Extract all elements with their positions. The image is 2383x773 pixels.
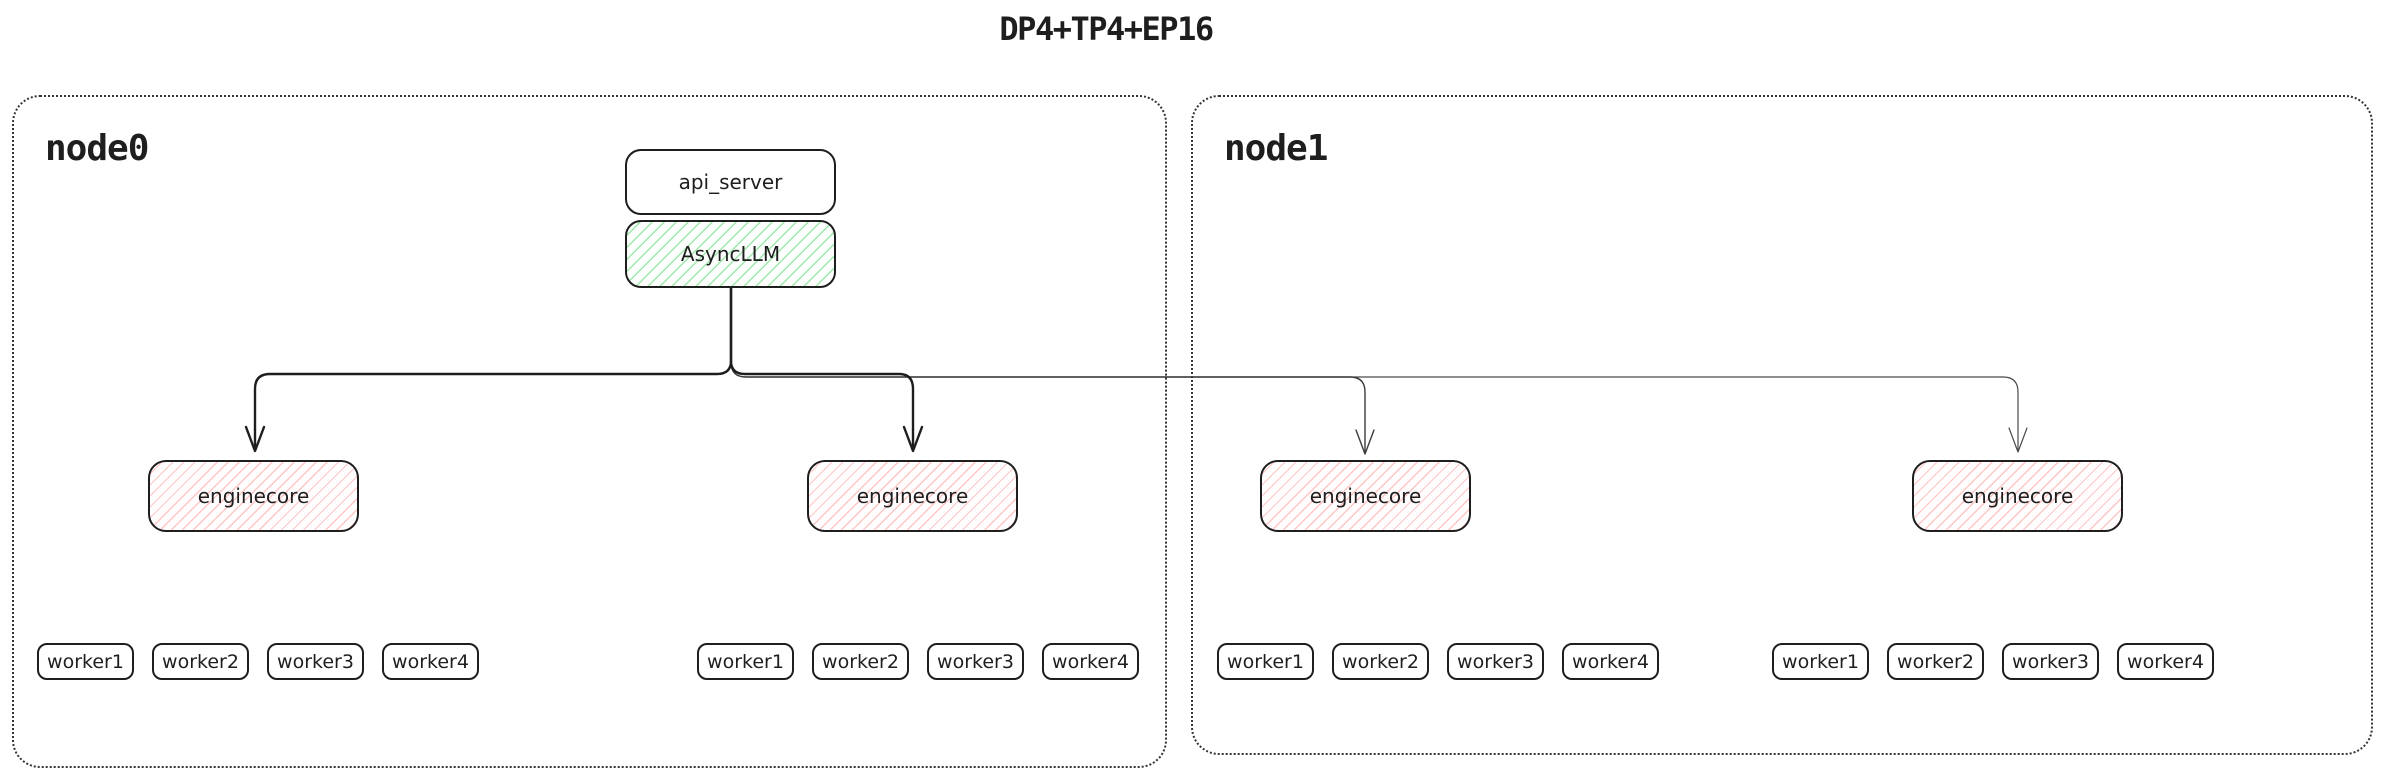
worker-label: worker2 [1342, 650, 1419, 673]
worker-box: worker1 [37, 643, 134, 680]
worker-box: worker4 [1562, 643, 1659, 680]
worker-label: worker2 [822, 650, 899, 673]
worker-box: worker3 [1447, 643, 1544, 680]
worker-box: worker2 [812, 643, 909, 680]
worker-box: worker2 [152, 643, 249, 680]
enginecore-box-node0-2: enginecore [807, 460, 1018, 532]
enginecore-label: enginecore [197, 484, 310, 508]
worker-label: worker1 [1782, 650, 1859, 673]
enginecore-label: enginecore [1309, 484, 1422, 508]
worker-box: worker2 [1887, 643, 1984, 680]
enginecore-label: enginecore [1961, 484, 2074, 508]
worker-box: worker1 [1217, 643, 1314, 680]
worker-label: worker2 [162, 650, 239, 673]
api-server-box: api_server [625, 149, 836, 215]
worker-group-node0-1: worker1 worker2 worker3 worker4 [37, 643, 479, 680]
worker-label: worker1 [47, 650, 124, 673]
worker-label: worker1 [1227, 650, 1304, 673]
worker-label: worker4 [392, 650, 469, 673]
worker-group-node1-2: worker1 worker2 worker3 worker4 [1772, 643, 2214, 680]
diagram-title: DP4+TP4+EP16 [999, 10, 1214, 48]
worker-label: worker4 [1052, 650, 1129, 673]
api-server-label: api_server [678, 170, 783, 194]
worker-box: worker4 [382, 643, 479, 680]
worker-box: worker3 [267, 643, 364, 680]
worker-box: worker3 [2002, 643, 2099, 680]
worker-box: worker4 [2117, 643, 2214, 680]
worker-box: worker1 [1772, 643, 1869, 680]
worker-box: worker2 [1332, 643, 1429, 680]
worker-group-node0-2: worker1 worker2 worker3 worker4 [697, 643, 1139, 680]
worker-label: worker4 [2127, 650, 2204, 673]
asyncllm-label: AsyncLLM [680, 242, 781, 266]
enginecore-label: enginecore [856, 484, 969, 508]
worker-box: worker3 [927, 643, 1024, 680]
node1-label: node1 [1224, 128, 1328, 169]
worker-label: worker3 [277, 650, 354, 673]
node0-label: node0 [45, 128, 149, 169]
worker-label: worker4 [1572, 650, 1649, 673]
worker-label: worker3 [1457, 650, 1534, 673]
worker-label: worker3 [937, 650, 1014, 673]
worker-box: worker1 [697, 643, 794, 680]
asyncllm-box: AsyncLLM [625, 220, 836, 288]
enginecore-box-node1-2: enginecore [1912, 460, 2123, 532]
worker-label: worker3 [2012, 650, 2089, 673]
enginecore-box-node1-1: enginecore [1260, 460, 1471, 532]
worker-label: worker1 [707, 650, 784, 673]
enginecore-box-node0-1: enginecore [148, 460, 359, 532]
worker-box: worker4 [1042, 643, 1139, 680]
worker-label: worker2 [1897, 650, 1974, 673]
worker-group-node1-1: worker1 worker2 worker3 worker4 [1217, 643, 1659, 680]
